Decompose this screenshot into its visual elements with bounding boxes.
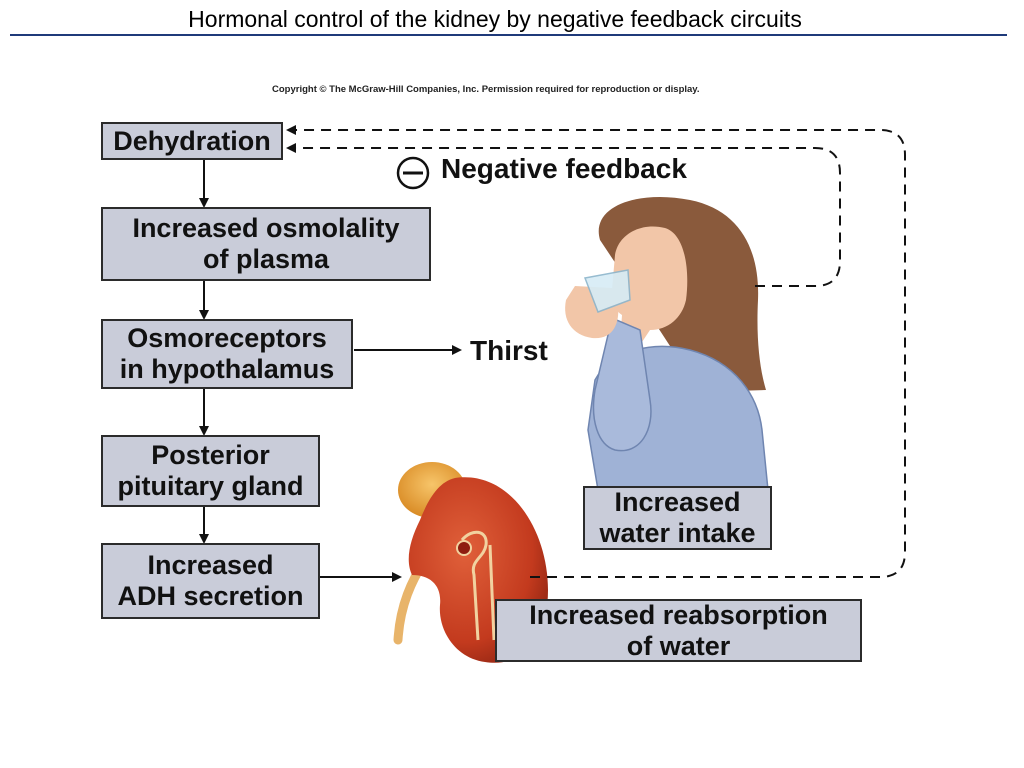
thirst-label: Thirst — [470, 335, 548, 366]
box-increased-water-intake: Increased water intake — [583, 486, 772, 550]
box-dehydration: Dehydration — [101, 122, 283, 160]
copyright-notice: Copyright © The McGraw-Hill Companies, I… — [272, 84, 700, 95]
woman-drinking-illustration — [565, 196, 769, 491]
negative-feedback-label: Negative feedback — [441, 153, 687, 184]
page-title: Hormonal control of the kidney by negati… — [188, 6, 802, 32]
minus-circle-icon — [396, 156, 430, 190]
box-increased-reabsorption: Increased reabsorption of water — [495, 599, 862, 662]
box-osmoreceptors: Osmoreceptors in hypothalamus — [101, 319, 353, 389]
feedback-loop-water-intake — [286, 143, 841, 287]
box-increased-osmolality: Increased osmolality of plasma — [101, 207, 431, 281]
title-divider — [10, 34, 1007, 36]
face — [611, 226, 688, 345]
feedback-loop-reabsorption — [286, 125, 906, 578]
glass — [583, 269, 631, 313]
box-increased-adh: Increased ADH secretion — [101, 543, 320, 619]
nephron-icon — [460, 530, 496, 641]
box-posterior-pituitary: Posterior pituitary gland — [101, 435, 320, 507]
arm — [592, 316, 652, 452]
